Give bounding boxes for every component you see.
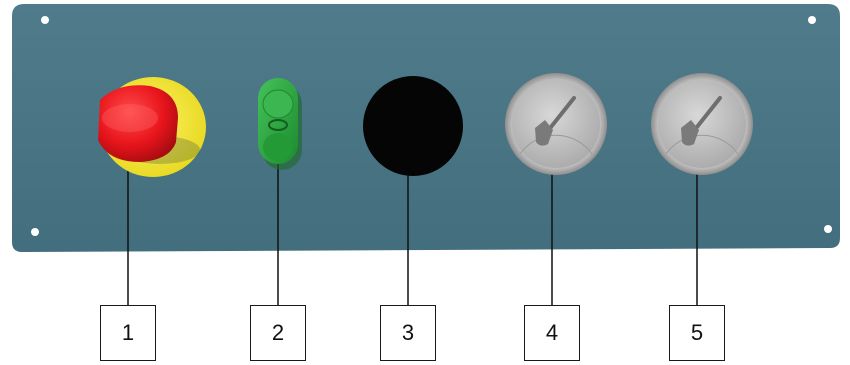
callout-label-5: 5 [669, 305, 725, 361]
callout-label-2: 2 [250, 305, 306, 361]
mounting-hole-bottom-left [31, 228, 39, 236]
callout-label-3: 3 [380, 305, 436, 361]
rocker-switch-icon[interactable] [258, 78, 302, 170]
callout-label-4: 4 [524, 305, 580, 361]
gauge-icon [505, 73, 607, 175]
emergency-stop-icon[interactable] [98, 77, 206, 177]
mounting-hole-top-right [808, 16, 816, 24]
mounting-hole-bottom-right [824, 225, 832, 233]
black-button-icon[interactable] [363, 76, 463, 176]
mounting-hole-top-left [41, 16, 49, 24]
callout-label-1: 1 [100, 305, 156, 361]
gauge-icon [651, 73, 753, 175]
